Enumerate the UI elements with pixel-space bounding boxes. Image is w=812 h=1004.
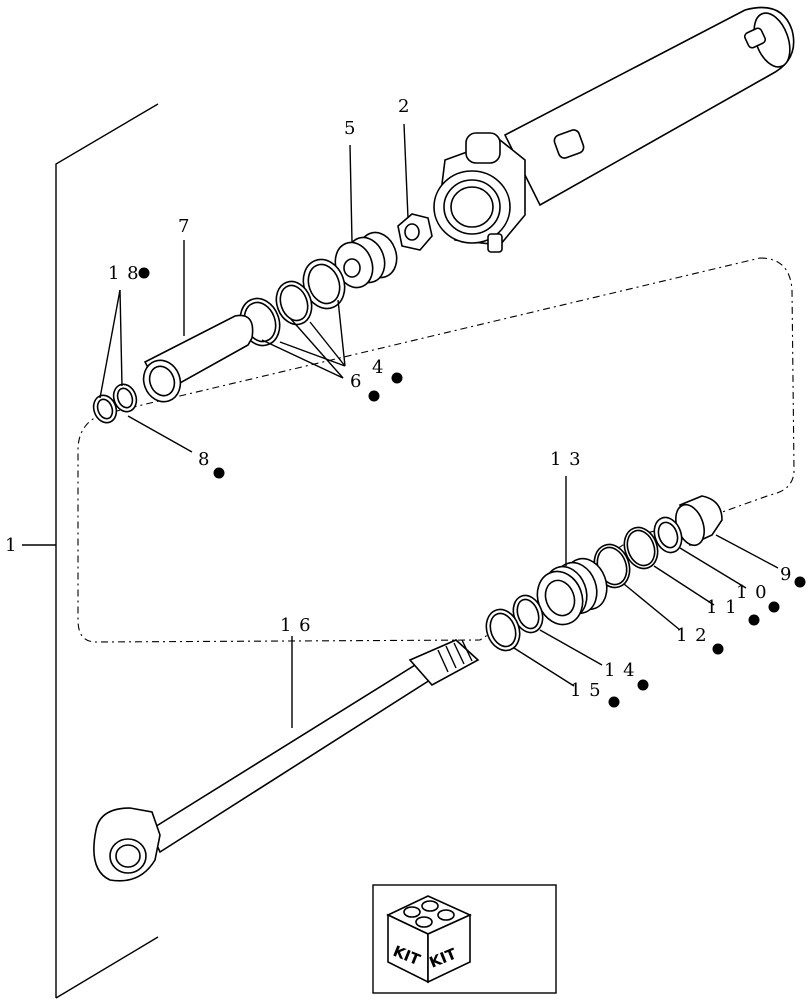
callout-15: 1 5 xyxy=(570,680,602,701)
callout-6: 6 xyxy=(350,371,362,392)
kit-box-icon: KIT KIT xyxy=(386,895,472,984)
callout-9: 9 xyxy=(780,564,792,585)
leader-lines xyxy=(99,123,779,728)
callout-11: 1 1 xyxy=(706,597,738,618)
part-11-ring xyxy=(623,526,659,570)
part-7-bushing xyxy=(142,314,254,403)
part-6-seal xyxy=(275,280,313,326)
kit-legend-box: KIT KIT xyxy=(372,884,557,994)
callout-8: 8 xyxy=(198,449,210,470)
callout-4: 4 xyxy=(372,357,384,378)
callout-1: 1 xyxy=(5,535,17,556)
part-4-seal xyxy=(302,258,346,310)
callout-7: 7 xyxy=(178,216,190,237)
callout-12: 1 2 xyxy=(676,625,708,646)
part-5-piston xyxy=(334,231,398,289)
callout-14: 1 4 xyxy=(604,660,636,681)
callout-5: 5 xyxy=(344,118,356,139)
part-14-ring xyxy=(512,594,544,634)
cylinder-barrel xyxy=(433,6,795,253)
seal-kit-boundary xyxy=(77,257,795,643)
part-2-nut xyxy=(397,213,433,251)
part-15-ring xyxy=(485,608,521,652)
callout-18: 1 8 xyxy=(108,263,140,284)
callout-13: 1 3 xyxy=(550,449,582,470)
part-10-ring xyxy=(653,516,683,554)
kit-member-dots xyxy=(138,267,806,941)
callout-10: 1 0 xyxy=(736,582,768,603)
part-16-piston-rod xyxy=(93,639,480,882)
part-9-bushing xyxy=(675,495,723,547)
callout-2: 2 xyxy=(398,96,410,117)
assembly-bracket xyxy=(22,103,159,999)
callout-16: 1 6 xyxy=(280,615,312,636)
part-18-rings xyxy=(92,383,138,424)
